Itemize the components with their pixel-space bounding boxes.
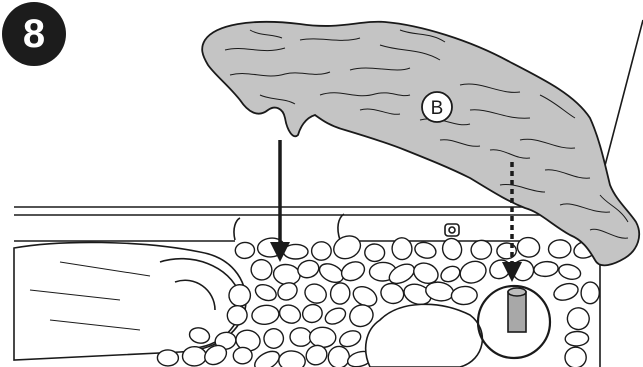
- gravel-stone: [330, 232, 364, 263]
- gravel-stone: [339, 258, 368, 284]
- placement-arrow-solid: [270, 140, 290, 262]
- gravel-stone: [516, 236, 541, 259]
- gravel-stone: [248, 257, 275, 283]
- front-stone: [366, 304, 483, 367]
- gravel-stone: [329, 281, 351, 305]
- gravel-stone: [557, 262, 582, 281]
- gravel-stone: [252, 347, 283, 367]
- gravel-stone: [311, 242, 331, 261]
- gravel-stone: [552, 281, 580, 303]
- gravel-stone: [565, 331, 589, 346]
- gravel-stone: [457, 258, 489, 287]
- gravel-stone: [413, 240, 438, 261]
- gravel-stone: [275, 279, 300, 303]
- gravel-stone: [440, 236, 464, 262]
- gravel-stone: [327, 345, 350, 367]
- gravel-stone: [182, 347, 206, 366]
- gravel-stone: [451, 286, 478, 305]
- gravel-stone: [391, 237, 412, 260]
- gravel-stone: [548, 239, 572, 258]
- step-badge: 8: [2, 2, 66, 66]
- gravel-stone: [278, 350, 306, 367]
- gravel-stone: [378, 281, 406, 307]
- gravel-stone: [323, 305, 348, 327]
- heater-tube: [508, 288, 526, 332]
- gravel-stone: [302, 281, 329, 307]
- gravel-stone: [301, 302, 325, 324]
- gravel-stone: [157, 350, 178, 366]
- gravel-stone: [364, 243, 385, 261]
- gravel-stone: [581, 282, 600, 304]
- driftwood-log: [14, 242, 246, 360]
- gravel-stone: [470, 239, 492, 260]
- gravel-stone: [235, 242, 255, 259]
- gravel-stone: [277, 302, 304, 327]
- gravel-stone: [233, 347, 253, 365]
- rock-cover-b: B: [202, 22, 639, 266]
- gravel-stone: [565, 305, 592, 332]
- part-label-b: B: [431, 98, 444, 119]
- gravel-stone: [253, 282, 279, 304]
- gravel-stone: [251, 304, 280, 326]
- gravel-stone: [261, 325, 287, 351]
- gravel-stone: [439, 263, 463, 284]
- gravel-stone: [565, 347, 587, 367]
- gravel-stone: [309, 327, 336, 348]
- gravel-stone: [289, 327, 312, 347]
- gravel-stone: [533, 261, 559, 278]
- step-number: 8: [23, 14, 45, 54]
